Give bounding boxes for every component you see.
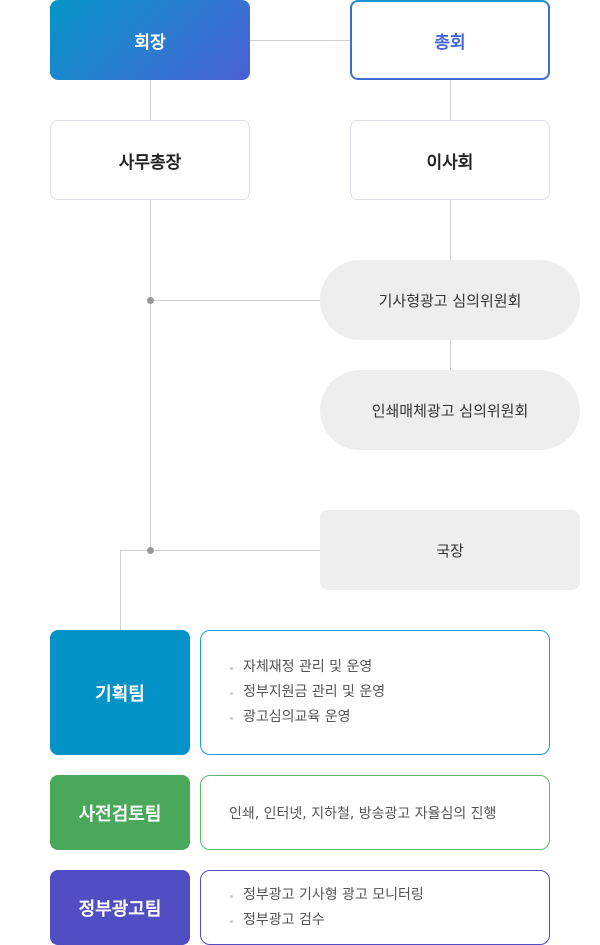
duty-item: 광고심의교육 운영 bbox=[229, 705, 549, 730]
secretary-general-node: 사무총장 bbox=[50, 120, 250, 200]
article-ad-committee-node: 기사형광고 심의위원회 bbox=[320, 260, 580, 340]
duty-item: 정부광고 검수 bbox=[229, 908, 549, 933]
board-node: 이사회 bbox=[350, 120, 550, 200]
gov-ad-team-duties: 정부광고 기사형 광고 모니터링 정부광고 검수 bbox=[200, 870, 550, 945]
connector-line bbox=[150, 300, 320, 301]
connector-line bbox=[450, 340, 451, 370]
duty-item: 자체재정 관리 및 운영 bbox=[229, 655, 549, 680]
connector-line bbox=[250, 40, 350, 41]
planning-team: 기획팀 bbox=[50, 630, 190, 755]
junction-dot bbox=[147, 547, 154, 554]
pre-review-team-duties: 인쇄, 인터넷, 지하철, 방송광고 자율심의 진행 bbox=[200, 775, 550, 850]
duty-item: 정부지원금 관리 및 운영 bbox=[229, 680, 549, 705]
print-ad-committee-node: 인쇄매체광고 심의위원회 bbox=[320, 370, 580, 450]
connector-line bbox=[150, 200, 151, 550]
connector-line bbox=[450, 80, 451, 120]
duty-item: 정부광고 기사형 광고 모니터링 bbox=[229, 883, 549, 908]
duty-text: 인쇄, 인터넷, 지하철, 방송광고 자율심의 진행 bbox=[229, 805, 497, 822]
director-node: 국장 bbox=[320, 510, 580, 590]
junction-dot bbox=[147, 297, 154, 304]
connector-line bbox=[450, 200, 451, 260]
general-assembly-node: 총회 bbox=[350, 0, 550, 80]
connector-line bbox=[150, 80, 151, 120]
gov-ad-team: 정부광고팀 bbox=[50, 870, 190, 945]
connector-line bbox=[120, 550, 320, 551]
connector-line bbox=[120, 550, 121, 630]
pre-review-team: 사전검토팀 bbox=[50, 775, 190, 850]
chairman-node: 회장 bbox=[50, 0, 250, 80]
planning-team-duties: 자체재정 관리 및 운영 정부지원금 관리 및 운영 광고심의교육 운영 bbox=[200, 630, 550, 755]
